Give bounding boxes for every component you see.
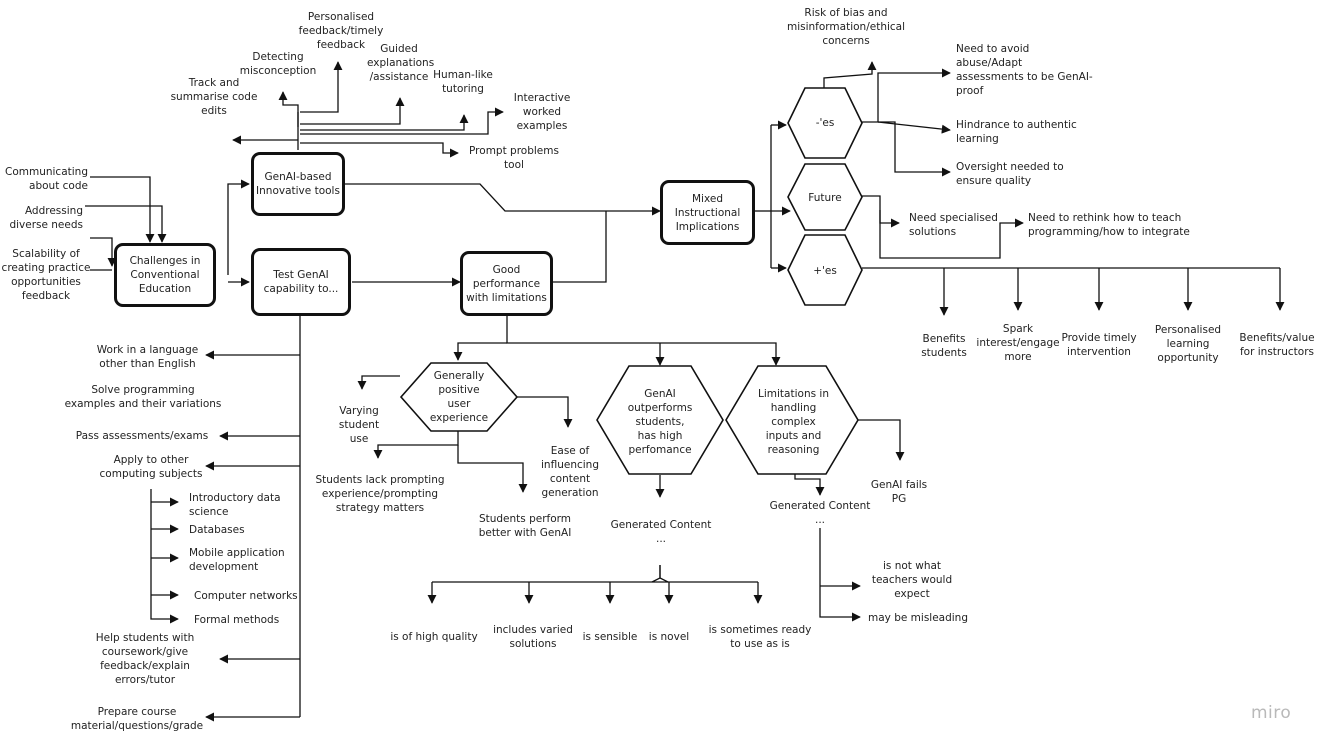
test-pass-assessments: Pass assessments/exams [75, 430, 209, 442]
future-rethink: Need to rethink how to teach programming… [1028, 212, 1190, 238]
positive-timely-intervention: Provide timely intervention [1061, 332, 1137, 358]
hex-generally-positive [399, 362, 519, 432]
test-prepare-material: Prepare course material/questions/grade [70, 706, 204, 732]
hex-limitations-label: Limitations in handling complex inputs a… [758, 388, 829, 456]
hex-negatives-label: -'es [815, 117, 835, 129]
generated-content-2: Generated Content ... [769, 500, 871, 526]
tool-personalised-feedback: Personalised feedback/timely feedback [298, 11, 384, 51]
negative-bias: Risk of bias and misinformation/ethical … [786, 7, 906, 47]
hex-outperforms [596, 365, 724, 475]
hex-limitations [725, 365, 859, 475]
quality-ready: is sometimes ready to use as is [708, 624, 812, 650]
experience-ease-influencing: Ease of influencing content generation [541, 445, 599, 499]
issue-not-expected: is not what teachers would expect [871, 560, 953, 600]
positive-personalised-learning: Personalised learning opportunity [1154, 324, 1222, 364]
positive-spark-interest: Spark interest/engage more [976, 323, 1060, 363]
challenge-input-communicating: Communicating about code [4, 166, 88, 192]
box-test-genai[interactable]: Test GenAI capability to... [251, 248, 351, 316]
hex-positives-label: +'es [813, 265, 837, 277]
negative-abuse: Need to avoid abuse/Adapt assessments to… [956, 43, 1093, 97]
box-challenges[interactable]: Challenges in Conventional Education [114, 243, 216, 307]
positive-benefits-students: Benefits students [921, 333, 967, 359]
miro-watermark: miro [1251, 703, 1292, 723]
quality-varied: includes varied solutions [493, 624, 573, 650]
hex-outperforms-label: GenAI outperforms students, has high per… [627, 388, 693, 456]
subject-mobile-dev: Mobile application development [189, 547, 285, 573]
subject-networks: Computer networks [194, 590, 298, 602]
challenge-input-diverse-needs: Addressing diverse needs [9, 205, 83, 231]
experience-prompting: Students lack prompting experience/promp… [315, 474, 445, 514]
experience-perform-better: Students perform better with GenAI [478, 513, 572, 539]
test-apply-subjects: Apply to other computing subjects [99, 454, 203, 480]
issue-misleading: may be misleading [868, 612, 969, 624]
test-help-students: Help students with coursework/give feedb… [95, 632, 195, 686]
quality-sensible: is sensible [582, 631, 638, 643]
tool-track-edits: Track and summarise code edits [170, 77, 258, 117]
hex-positives [787, 234, 863, 306]
future-specialised: Need specialised solutions [909, 212, 998, 238]
quality-high: is of high quality [390, 631, 478, 643]
positive-instructors: Benefits/value for instructors [1239, 332, 1315, 358]
tool-interactive-examples: Interactive worked examples [513, 92, 571, 132]
tool-prompt-problems: Prompt problems tool [469, 145, 559, 171]
test-solve-examples: Solve programming examples and their var… [64, 384, 222, 410]
tool-human-like-tutoring: Human-like tutoring [433, 69, 493, 95]
subject-data-science: Introductory data science [189, 492, 281, 518]
tool-guided-explanations: Guided explanations /assistance [367, 43, 435, 83]
hex-generally-positive-label: Generally positive user experience [429, 370, 489, 424]
box-good-performance[interactable]: Good performance with limitations [460, 251, 553, 316]
hex-future [787, 163, 863, 231]
test-language: Work in a language other than English [96, 344, 199, 370]
genai-fails-label: GenAI fails PG [870, 479, 928, 505]
negative-hindrance: Hindrance to authentic learning [956, 119, 1077, 145]
box-mixed-implications[interactable]: Mixed Instructional Implications [660, 180, 755, 245]
generated-content-1: Generated Content ... [610, 519, 712, 545]
hex-future-label: Future [808, 192, 842, 204]
quality-novel: is novel [648, 631, 690, 643]
experience-varying-use: Varying student use [338, 405, 380, 445]
subject-databases: Databases [189, 524, 245, 536]
challenge-input-scalability: Scalability of creating practice opportu… [1, 248, 91, 302]
box-genai-tools[interactable]: GenAI-based Innovative tools [251, 152, 345, 216]
hex-negatives [787, 87, 863, 159]
subject-formal-methods: Formal methods [194, 614, 280, 626]
tool-detecting-misconception: Detecting misconception [239, 51, 317, 77]
negative-oversight: Oversight needed to ensure quality [956, 161, 1064, 187]
